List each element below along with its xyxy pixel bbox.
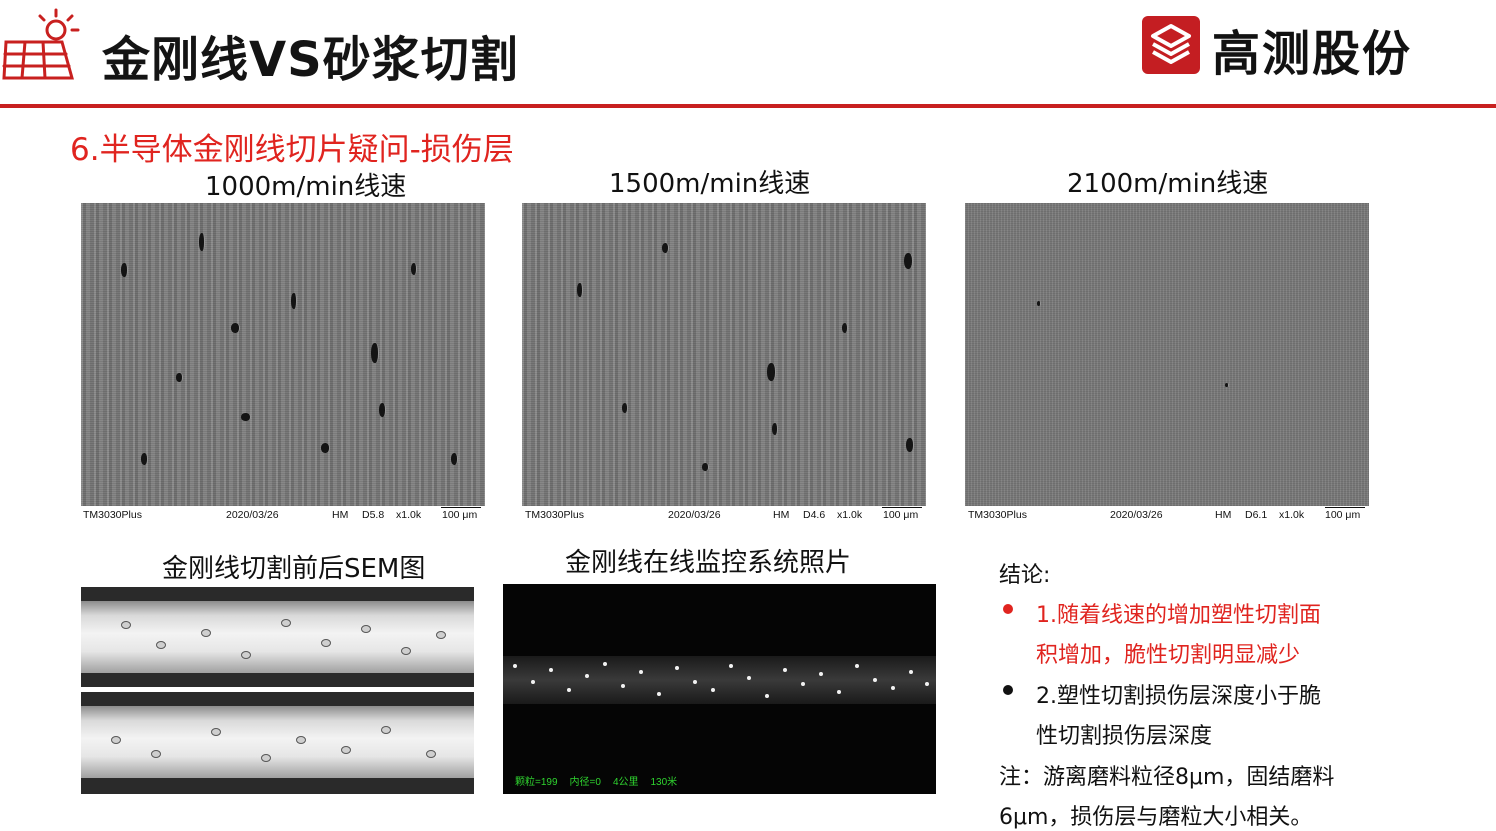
- sem-label-2100: 2100m/min线速: [1067, 169, 1269, 199]
- wire-sem-label: 金刚线切割前后SEM图: [162, 554, 426, 584]
- sem-image-1000: [81, 203, 485, 506]
- conclusion-note-line1: 注：游离磨料粒径8μm，固结磨料: [999, 765, 1335, 790]
- monitor-label: 金刚线在线监控系统照片: [565, 548, 852, 578]
- conclusion-point1-line1: 1.随着线速的增加塑性切割面: [1036, 603, 1321, 628]
- sem-image-1500: [522, 203, 926, 506]
- solar-panel-logo-icon: [2, 8, 80, 80]
- brand-name: 高测股份: [1212, 26, 1413, 82]
- header-divider: [0, 104, 1496, 108]
- sem-caption-2100: TM3030Plus 2020/03/26 HM D6.1 x1.0k 100 …: [965, 507, 1369, 523]
- sem-caption-1500: TM3030Plus 2020/03/26 HM D4.6 x1.0k 100 …: [522, 507, 926, 523]
- sem-label-1000: 1000m/min线速: [205, 172, 407, 202]
- sem-label-1500: 1500m/min线速: [609, 169, 811, 199]
- conclusion-heading: 结论:: [999, 563, 1051, 588]
- wire-sem-before: [81, 587, 474, 687]
- bullet-red: [1003, 604, 1013, 614]
- sem-image-2100: [965, 203, 1369, 506]
- bullet-black: [1003, 685, 1013, 695]
- brand-logo-icon: [1142, 16, 1200, 74]
- conclusion-point1-line2: 积增加，脆性切割明显减少: [1036, 643, 1301, 668]
- conclusion-point2-line1: 2.塑性切割损伤层深度小于脆: [1036, 684, 1321, 709]
- section-subtitle: 6.半导体金刚线切片疑问-损伤层: [70, 132, 514, 168]
- conclusion-note-line2: 6μm，损伤层与磨粒大小相关。: [999, 805, 1313, 830]
- sem-caption-1000: TM3030Plus 2020/03/26 HM D5.8 x1.0k 100 …: [81, 507, 485, 523]
- page-title: 金刚线VS砂浆切割: [102, 32, 519, 88]
- wire-sem-after: [81, 692, 474, 794]
- conclusion-point2-line2: 性切割损伤层深度: [1036, 724, 1213, 749]
